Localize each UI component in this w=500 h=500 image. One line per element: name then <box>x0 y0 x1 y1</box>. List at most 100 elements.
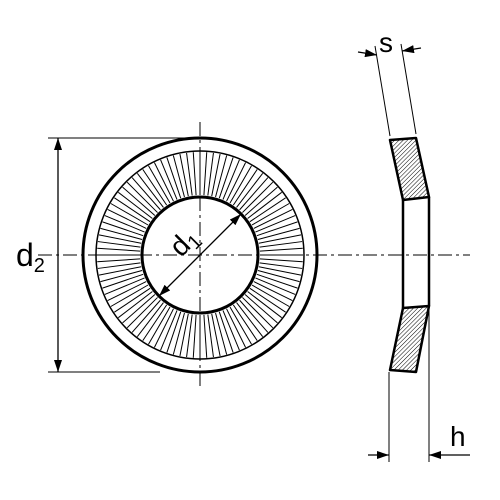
serration-line <box>253 281 293 302</box>
serration-line <box>259 241 303 248</box>
serration-line <box>215 312 228 355</box>
serration-line <box>203 314 208 358</box>
serration-line <box>257 227 300 240</box>
serration-line <box>236 172 264 208</box>
serration-line <box>236 302 264 338</box>
serration-line <box>192 314 197 358</box>
serration-line <box>160 159 178 200</box>
serration-line <box>226 308 247 348</box>
serration-line <box>249 197 286 223</box>
serration-line <box>207 152 214 196</box>
serration-line <box>259 258 303 263</box>
serration-line <box>107 281 147 302</box>
serration-line <box>255 215 296 233</box>
d2-label-subscript: 2 <box>34 255 45 277</box>
serration-line <box>117 291 153 319</box>
serration-line <box>229 165 252 204</box>
side-view: s h <box>357 27 470 462</box>
serration-line <box>244 294 278 324</box>
serration-line <box>153 162 174 202</box>
serration-line <box>179 313 189 357</box>
serration-line <box>172 155 185 198</box>
serration-line <box>122 294 156 324</box>
serration-line <box>166 157 182 199</box>
serration-line <box>160 310 178 351</box>
serration-line <box>232 304 258 341</box>
serration-line <box>256 221 298 237</box>
serration-line <box>114 197 151 223</box>
serration-line <box>104 277 145 295</box>
serration-line <box>131 177 161 211</box>
s-arrow-left <box>357 49 378 58</box>
serration-line <box>222 310 240 351</box>
serration-line <box>186 314 193 358</box>
serration-line <box>253 208 293 229</box>
serration-line <box>153 308 174 348</box>
serration-line <box>102 221 144 237</box>
serration-line <box>102 273 144 289</box>
serration-line <box>226 162 247 202</box>
serration-line <box>114 287 151 313</box>
serration-line <box>126 181 158 213</box>
serration-line <box>98 266 142 276</box>
serration-line <box>126 297 158 329</box>
h-label: h <box>450 421 466 452</box>
serration-line <box>259 247 303 252</box>
serration-line <box>122 186 156 216</box>
serration-line <box>244 186 278 216</box>
serration-line <box>117 191 153 219</box>
serration-line <box>142 304 168 341</box>
serration-line <box>97 262 141 269</box>
serration-line <box>148 165 171 204</box>
s-label: s <box>379 27 393 58</box>
serration-line <box>100 227 143 240</box>
serration-line <box>110 203 149 226</box>
section-upper <box>388 136 431 202</box>
serration-line <box>211 153 221 197</box>
serration-line <box>100 270 143 283</box>
serration-line <box>104 215 145 233</box>
s-arrow-right <box>401 45 422 54</box>
serration-line <box>136 172 164 208</box>
serration-line <box>97 247 141 252</box>
serration-line <box>179 153 189 197</box>
serration-line <box>256 273 298 289</box>
serration-line <box>172 312 185 355</box>
serration-line <box>107 208 147 229</box>
section-lower <box>388 304 431 374</box>
serration-line <box>218 311 234 353</box>
serration-line <box>232 169 258 206</box>
front-view: d1 d2 <box>16 122 470 388</box>
serration-line <box>258 266 302 276</box>
d1-dimension-line <box>158 213 242 297</box>
serration-line <box>257 270 300 283</box>
serration-line <box>247 291 283 319</box>
serration-line <box>97 241 141 248</box>
serration-line <box>211 313 221 357</box>
serration-line <box>97 258 141 263</box>
serration-line <box>136 302 164 338</box>
serration-line <box>166 311 182 353</box>
serration-line <box>148 306 171 345</box>
serration-line <box>258 234 302 244</box>
serration-line <box>259 262 303 269</box>
serration-line <box>207 314 214 358</box>
serration-line <box>186 152 193 196</box>
serration-line <box>247 191 283 219</box>
serration-line <box>110 284 149 307</box>
serration-line <box>242 181 274 213</box>
serration-line <box>251 284 290 307</box>
s-extension-right <box>400 43 417 135</box>
serration-line <box>203 152 208 196</box>
d2-label-letter: d <box>16 237 34 273</box>
serration-lines <box>97 152 303 358</box>
serration-line <box>242 297 274 329</box>
s-extension-left <box>374 45 391 137</box>
serration-line <box>251 203 290 226</box>
serration-line <box>98 234 142 244</box>
serration-line <box>255 277 296 295</box>
serration-line <box>218 157 234 199</box>
serration-line <box>192 152 197 196</box>
serration-line <box>229 306 252 345</box>
